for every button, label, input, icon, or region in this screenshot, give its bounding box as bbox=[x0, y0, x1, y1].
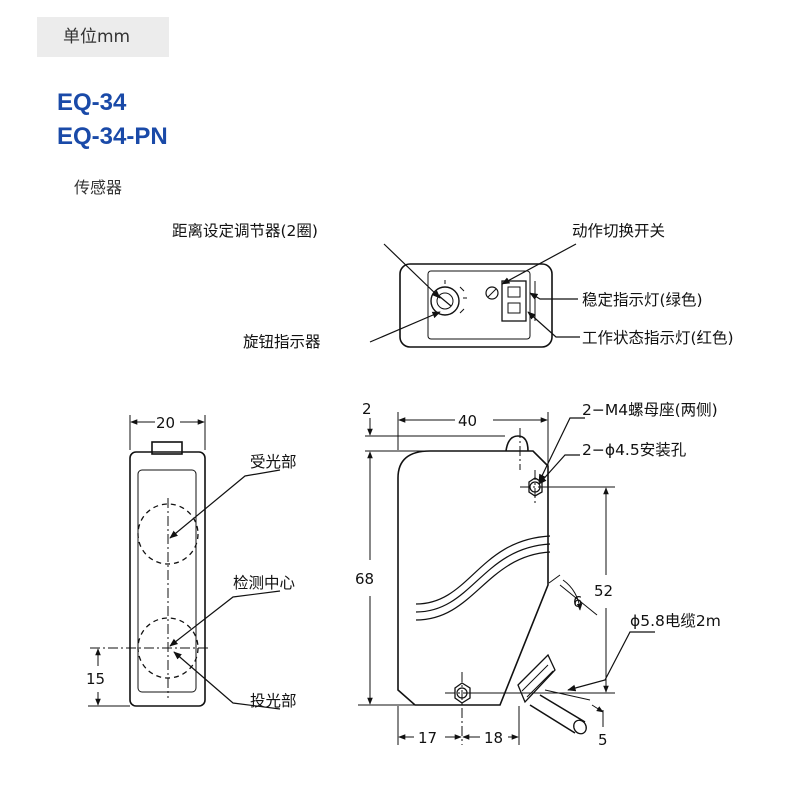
side-groove-3 bbox=[415, 551, 551, 621]
front-view-top-tab bbox=[151, 441, 183, 455]
diagram-subtitle: 传感器 bbox=[74, 178, 123, 197]
top-view-body bbox=[399, 263, 553, 348]
cable-edge-top bbox=[539, 694, 586, 723]
dim-bottom-left: 17 bbox=[418, 729, 437, 747]
dim-cable-end: 5 bbox=[598, 731, 608, 749]
distance-adjuster-knob bbox=[436, 292, 454, 310]
label-operation-indicator: 工作状态指示灯(红色) bbox=[582, 329, 734, 347]
dim-front-width: 20 bbox=[156, 414, 175, 432]
label-mode-switch: 动作切换开关 bbox=[572, 222, 665, 240]
front-view-body bbox=[129, 451, 206, 707]
dim-side-width: 40 bbox=[458, 412, 477, 430]
dim-side-hole-pitch: 52 bbox=[594, 582, 613, 600]
receiver-lens bbox=[137, 503, 199, 565]
dim-side-height: 68 bbox=[355, 570, 374, 588]
front-view bbox=[90, 441, 210, 707]
top-view bbox=[399, 263, 553, 348]
dim-side-top-gap: 2 bbox=[362, 400, 372, 418]
label-receiver: 受光部 bbox=[250, 453, 297, 471]
side-groove-1 bbox=[415, 535, 551, 605]
label-distance-adjuster: 距离设定调节器(2圈) bbox=[172, 222, 318, 240]
label-mount-hole: 2−ϕ4.5安装孔 bbox=[582, 441, 687, 459]
cable-edge-bottom bbox=[529, 704, 576, 734]
model-name-2: EQ-34-PN bbox=[57, 123, 168, 150]
label-emitter: 投光部 bbox=[250, 692, 297, 710]
stable-indicator-lamp bbox=[507, 286, 521, 298]
dim-cable-angle: 6 bbox=[573, 593, 583, 611]
side-groove-2 bbox=[415, 543, 551, 613]
side-view-body bbox=[397, 450, 549, 706]
label-detection-center: 检测中心 bbox=[233, 574, 295, 592]
cable-gland bbox=[517, 653, 556, 704]
unit-label: 单位mm bbox=[37, 17, 169, 57]
cable-end bbox=[573, 719, 587, 735]
label-knob-pointer: 旋钮指示器 bbox=[243, 333, 321, 351]
operation-indicator-lamp bbox=[507, 302, 521, 314]
distance-adjuster-dial bbox=[430, 286, 460, 316]
top-view-panel bbox=[427, 270, 531, 340]
side-view-top-tab bbox=[505, 435, 529, 452]
dim-front-offset: 15 bbox=[86, 670, 105, 688]
lower-nut-seat bbox=[454, 682, 471, 704]
front-view-lens-window bbox=[137, 469, 197, 693]
model-name-1: EQ-34 bbox=[57, 89, 127, 116]
label-nut-seat: 2−M4螺母座(两侧) bbox=[582, 401, 718, 419]
label-stable-indicator: 稳定指示灯(绿色) bbox=[582, 291, 703, 309]
indicator-housing bbox=[501, 280, 527, 322]
dim-bottom-mid: 18 bbox=[484, 729, 503, 747]
mode-switch bbox=[485, 286, 499, 300]
side-view bbox=[397, 435, 587, 735]
label-cable: ϕ5.8电缆2m bbox=[630, 612, 721, 630]
